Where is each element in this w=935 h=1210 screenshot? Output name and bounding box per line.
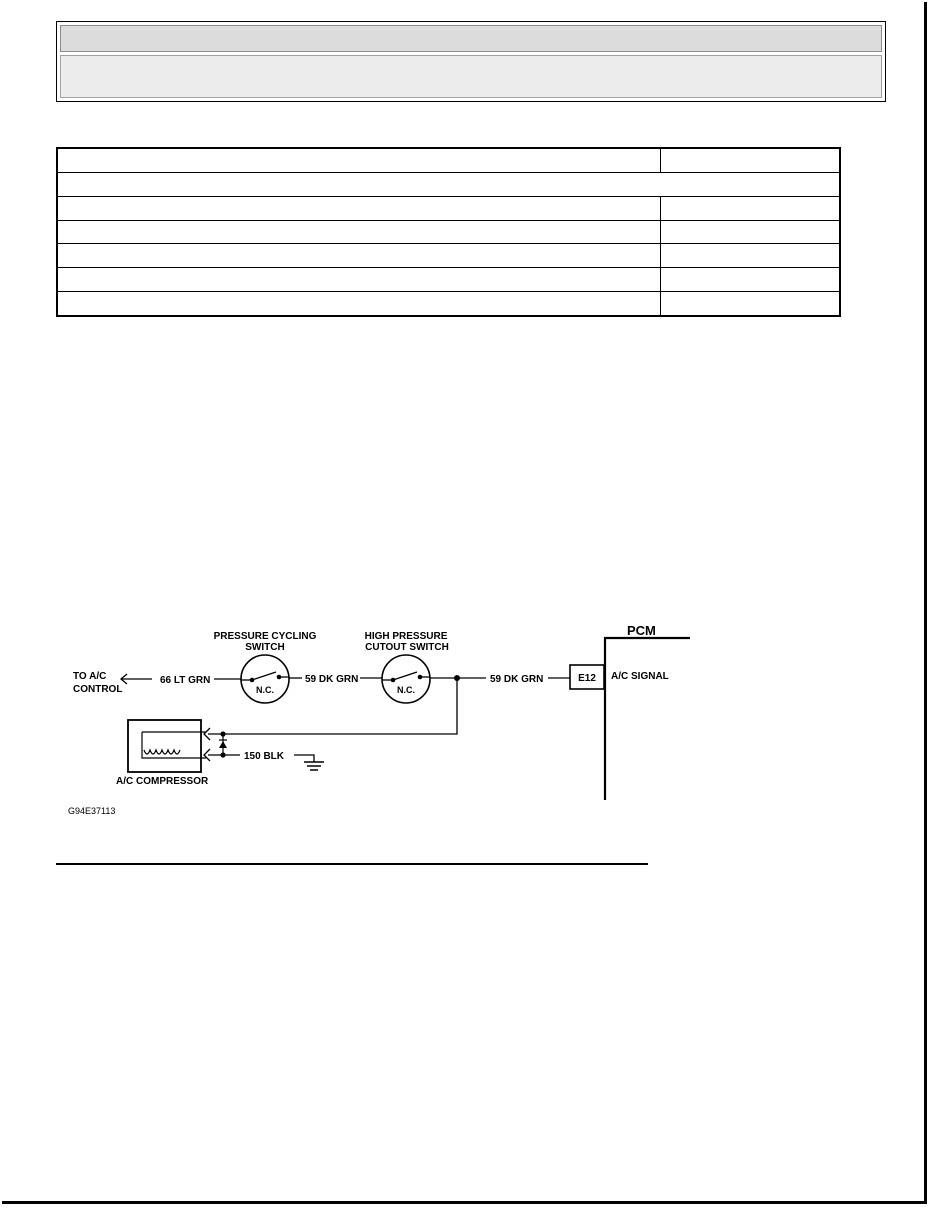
- to-ac-control-label-2: CONTROL: [73, 684, 122, 695]
- table-row: [56, 147, 841, 173]
- table-cell: [56, 147, 661, 173]
- header-box: [56, 21, 886, 102]
- table-cell: [56, 291, 661, 317]
- high-pressure-label-1: HIGH PRESSURE: [365, 631, 448, 642]
- pcm-label: PCM: [627, 623, 656, 638]
- table-cell: [659, 243, 841, 269]
- wire-59-b-label: 59 DK GRN: [490, 674, 543, 685]
- high-pressure-label-2: CUTOUT SWITCH: [365, 642, 449, 653]
- pressure-cycling-label-2: SWITCH: [245, 642, 284, 653]
- diode-icon: [219, 734, 227, 755]
- ac-compressor-label: A/C COMPRESSOR: [116, 776, 209, 787]
- ground-icon: [304, 761, 324, 771]
- header-subtitle-bar: [60, 55, 882, 98]
- table-cell: [56, 267, 661, 293]
- table-cell: [659, 195, 841, 221]
- high-pressure-switch-icon: [381, 654, 431, 704]
- compressor-coil-icon: [141, 727, 211, 762]
- table-cell: [659, 147, 841, 173]
- spec-table: [56, 147, 841, 317]
- table-cell: [56, 171, 841, 197]
- table-cell: [56, 243, 661, 269]
- table-row: [56, 195, 841, 221]
- nc-label-1: N.C.: [256, 685, 274, 695]
- table-cell: [659, 267, 841, 293]
- connector-e12-label: E12: [578, 673, 596, 684]
- table-row: [56, 267, 841, 293]
- table-cell: [659, 219, 841, 245]
- pcm-outline: [603, 636, 690, 800]
- wire-66-label: 66 LT GRN: [160, 675, 210, 686]
- table-row: [56, 171, 841, 197]
- ac-signal-label: A/C SIGNAL: [611, 671, 669, 682]
- arrow-left-icon: [119, 673, 152, 685]
- table-cell: [56, 219, 661, 245]
- ac-compressor-box: [127, 719, 202, 773]
- divider: [56, 863, 648, 865]
- nc-label-2: N.C.: [397, 685, 415, 695]
- table-row: [56, 219, 841, 245]
- table-cell: [56, 195, 661, 221]
- table-cell: [659, 291, 841, 317]
- wiring-diagram: TO A/C CONTROL 66 LT GRN PRESSURE CYCLIN…: [73, 623, 690, 800]
- table-row: [56, 291, 841, 317]
- figure-id: G94E37113: [68, 806, 116, 816]
- wire-59-a-label: 59 DK GRN: [305, 674, 358, 685]
- header-title-bar: [60, 25, 882, 52]
- wire-to-compressor: [208, 678, 458, 735]
- table-row: [56, 243, 841, 269]
- wire-150-b: [294, 754, 315, 762]
- pressure-cycling-label-1: PRESSURE CYCLING: [214, 631, 317, 642]
- pressure-cycling-switch-icon: [240, 654, 290, 704]
- wire-150-label: 150 BLK: [244, 751, 285, 762]
- to-ac-control-label-1: TO A/C: [73, 671, 106, 682]
